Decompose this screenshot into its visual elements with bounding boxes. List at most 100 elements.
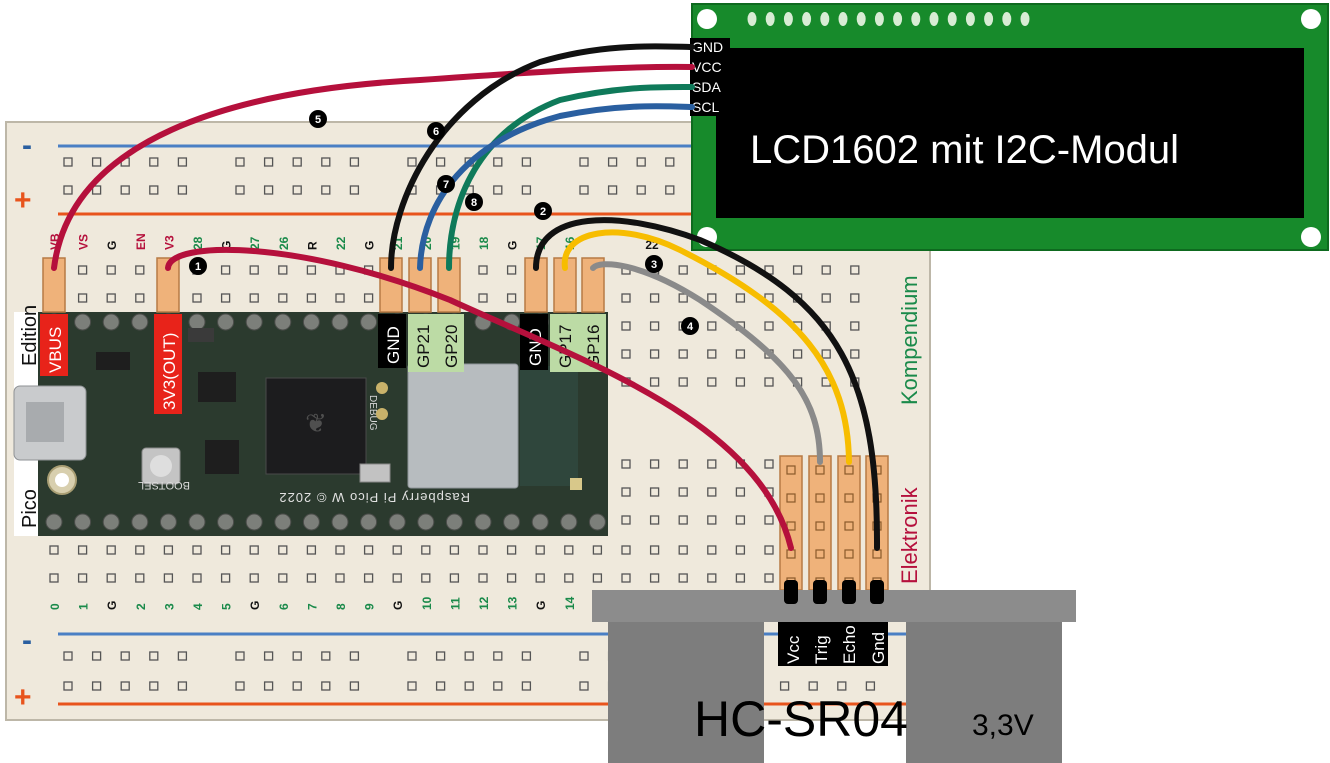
wire-marker-label: 1 xyxy=(195,261,201,273)
lcd-pad-icon xyxy=(911,12,921,26)
header-pin-icon xyxy=(245,313,263,331)
lcd-pad-icon xyxy=(1020,12,1030,26)
lcd-top-pads xyxy=(747,12,1030,26)
bottom-row-label: 13 xyxy=(506,596,520,610)
bottom-row-label: G xyxy=(105,601,119,610)
tag-gp21: GP21 xyxy=(414,325,433,368)
lcd-pad-icon xyxy=(747,12,757,26)
sensor-pins xyxy=(784,580,884,604)
tag-3v3out: 3V3(OUT) xyxy=(160,333,179,410)
top-row-label: 27 xyxy=(248,236,262,250)
bottom-row-label: 14 xyxy=(563,596,577,610)
wire-marker-label: 8 xyxy=(471,197,477,209)
top-row-label: R xyxy=(305,241,319,250)
bottom-row-label: G xyxy=(534,601,548,610)
wire-6-black xyxy=(388,43,695,271)
sensor-voltage: 3,3V xyxy=(972,709,1034,742)
sensor-pin-vcc: Vcc xyxy=(784,635,803,664)
lcd-pad-icon xyxy=(874,12,884,26)
tag-gnd-1: GND xyxy=(384,326,403,364)
header-pin-icon xyxy=(188,313,206,331)
top-row-label: V3 xyxy=(162,235,176,250)
sensor-pin-gnd: Gnd xyxy=(869,632,888,664)
sensor-header-strip xyxy=(808,455,832,591)
rail-plus-top: + xyxy=(14,184,32,217)
bottom-row-label: 4 xyxy=(191,603,205,610)
header-pin-icon xyxy=(45,513,63,531)
lcd-pad-icon xyxy=(929,12,939,26)
bottom-row-label: 9 xyxy=(363,603,377,610)
usb-port-icon xyxy=(26,402,64,442)
header-pin-icon xyxy=(274,313,292,331)
top-row-label: 18 xyxy=(477,236,491,250)
lcd-pad-icon xyxy=(765,12,775,26)
wire-marker-icon xyxy=(681,317,699,335)
header-strip xyxy=(581,257,605,313)
wire-marker-icon xyxy=(645,255,663,273)
bottom-row-label: 6 xyxy=(277,603,291,610)
rail-minus-top: - xyxy=(22,129,32,162)
tag-vbus: VBUS xyxy=(46,327,65,373)
wire-marker-icon xyxy=(437,175,455,193)
header-pin-icon xyxy=(302,313,320,331)
bottom-row-label: G xyxy=(391,601,405,610)
wire-marker-label: 6 xyxy=(433,126,439,138)
wire-2-black xyxy=(533,217,881,551)
wifi-module-shield xyxy=(407,363,519,489)
bottom-row-label: 10 xyxy=(420,596,434,610)
pico-label: Pico xyxy=(19,489,41,528)
lcd-pad-icon xyxy=(893,12,903,26)
bottom-row-label: 7 xyxy=(305,603,319,610)
header-pin-icon xyxy=(474,513,492,531)
header-pin-icon xyxy=(159,513,177,531)
header-pin-icon xyxy=(188,513,206,531)
header-pin-icon xyxy=(74,313,92,331)
sensor-pin-icon xyxy=(784,580,798,604)
bottom-row-label: 3 xyxy=(162,603,176,610)
lcd-pin-scl: SCL xyxy=(692,99,719,115)
bottom-row-label: G xyxy=(248,601,262,610)
elektronik-label: Elektronik xyxy=(897,486,922,584)
header-pin-icon xyxy=(102,513,120,531)
bottom-row-label: 11 xyxy=(448,597,462,610)
header-pin-icon xyxy=(131,513,149,531)
header-pin-icon xyxy=(588,513,606,531)
board-silk: Raspberry Pi Pico W © 2022 xyxy=(278,490,470,505)
bottom-row-label: 1 xyxy=(77,603,91,610)
sensor-pin-echo: Echo xyxy=(840,625,859,664)
lcd-pin-vcc: VCC xyxy=(692,59,722,75)
wire-marker-icon xyxy=(189,257,207,275)
rp2040-chip xyxy=(265,377,367,475)
lcd-pad-icon xyxy=(783,12,793,26)
header-pin-icon xyxy=(531,513,549,531)
sensor-pin-icon xyxy=(842,580,856,604)
wire-marker-label: 4 xyxy=(687,321,694,333)
lcd-pad-icon xyxy=(947,12,957,26)
top-row-label: 22 xyxy=(334,236,348,250)
lcd-pad-icon xyxy=(802,12,812,26)
pico-bottom-pin-labels: 01G2345G6789G10111213G1415 xyxy=(48,596,605,610)
lcd-pad-icon xyxy=(984,12,994,26)
wire-marker-icon xyxy=(427,122,445,140)
bottom-row-label: 0 xyxy=(48,603,62,610)
top-row-label: G xyxy=(220,241,234,250)
header-pin-icon xyxy=(417,513,435,531)
kompendium-label: Kompendium xyxy=(897,275,922,405)
header-pin-icon xyxy=(331,313,349,331)
bottom-row-label: 12 xyxy=(477,596,491,610)
pico-board: BOOTSEL ❦ DEBUG Raspberry Pi Pico W © 20… xyxy=(13,305,608,536)
sensor-pin-icon xyxy=(870,580,884,604)
header-pin-icon xyxy=(331,513,349,531)
lcd-pin-gnd: GND xyxy=(692,39,723,55)
wire-marker-label: 7 xyxy=(443,179,449,191)
tag-gp20: GP20 xyxy=(442,325,461,368)
raspberry-logo-icon: ❦ xyxy=(305,408,327,438)
lcd-pad-icon xyxy=(965,12,975,26)
header-pin-icon xyxy=(245,513,263,531)
wire-marker-label: 5 xyxy=(315,114,321,126)
lcd-screen xyxy=(716,48,1304,218)
top-row-label: G xyxy=(363,241,377,250)
sensor-header-strip xyxy=(837,455,861,591)
debug-silk: DEBUG xyxy=(367,395,378,431)
